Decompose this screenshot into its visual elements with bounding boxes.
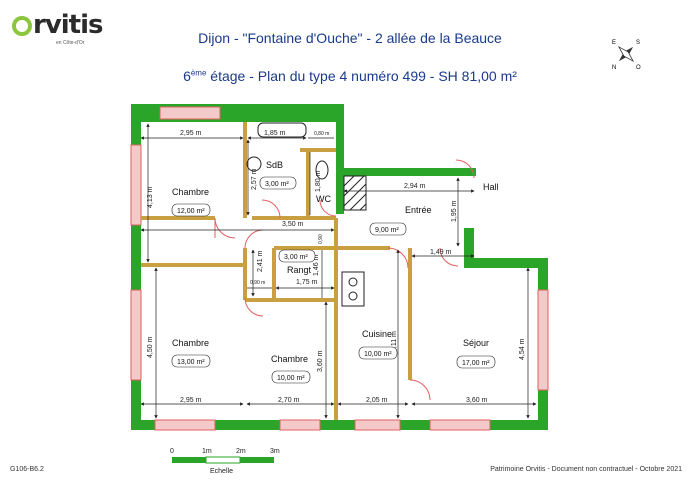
svg-text:O: O <box>636 65 641 71</box>
windows <box>130 106 549 431</box>
hatched-shaft <box>343 175 367 211</box>
room-entree: Entrée <box>405 205 432 215</box>
sink-icon <box>341 271 365 307</box>
room-rangt: Rangt <box>287 265 312 275</box>
dim-rangt-h1: 2,41 m <box>257 250 264 272</box>
footer-ref: G106-B6.2 <box>10 466 44 473</box>
area-entree: 9,00 m² <box>375 227 399 234</box>
room-sejour: Séjour <box>463 338 489 348</box>
dim-rangt-w1: 0,90 m <box>250 280 265 286</box>
scale-1m: 1m <box>202 448 212 455</box>
dim-rangt-h2: 1,46 m <box>313 254 320 276</box>
scale-0: 0 <box>170 448 174 455</box>
scale-label: Echelle <box>210 468 233 475</box>
dim-top-sdb: 1,85 m <box>264 130 286 137</box>
dim-bot-cuis: 2,05 m <box>366 397 388 404</box>
dim-top-ch1: 2,95 m <box>180 130 202 137</box>
area-sdb: 3,00 m² <box>265 181 289 188</box>
dim-hall-h: 1,95 m <box>451 200 458 222</box>
dim-bot-ch2: 2,95 m <box>180 397 202 404</box>
area-chambre-3: 10,00 m² <box>277 375 305 382</box>
dim-wc-h: 1,80 m <box>315 170 322 192</box>
room-chambre-3: Chambre <box>271 354 308 364</box>
doors <box>214 159 475 401</box>
svg-text:S: S <box>636 40 640 46</box>
area-chambre-2: 13,00 m² <box>177 359 205 366</box>
plan-title: Dijon - "Fontaine d'Ouche" - 2 allée de … <box>198 30 502 46</box>
logo-subtitle: en Côte-d'Or <box>56 40 85 46</box>
dim-corr-h: 0,90 <box>318 234 324 244</box>
dim-top-wc: 0,80 m <box>314 131 329 137</box>
room-hall: Hall <box>483 182 499 192</box>
area-cuisine: 10,00 m² <box>364 351 392 358</box>
dim-ch3-h: 3,60 m <box>317 350 324 372</box>
scale-bar: 0 1m 2m 3m Echelle <box>170 448 280 475</box>
svg-text:E: E <box>612 40 616 46</box>
scale-3m: 3m <box>270 448 280 455</box>
dim-ch1-h: 4,13 m <box>147 186 154 208</box>
logo-ring-icon <box>12 16 32 36</box>
compass-rose-icon: E S N O <box>612 40 641 71</box>
toilet-icon <box>315 160 329 180</box>
area-chambre-1: 12,00 m² <box>177 208 205 215</box>
area-rangt: 3,00 m² <box>284 254 308 261</box>
dim-bot-sej: 3,60 m <box>466 397 488 404</box>
footer-copyright: Patrimoine Orvitis - Document non contra… <box>490 466 682 473</box>
room-wc: WC <box>316 194 331 204</box>
svg-text:N: N <box>612 65 616 71</box>
dim-rangt-w2: 1,75 m <box>296 279 318 286</box>
room-chambre-2: Chambre <box>172 338 209 348</box>
room-chambre-1: Chambre <box>172 187 209 197</box>
partitions <box>141 122 412 420</box>
dim-bot-ch3: 2,70 m <box>278 397 300 404</box>
dimension-lines <box>140 123 537 419</box>
dim-entree-w: 2,94 m <box>404 183 426 190</box>
dim-sdb-h: 2,57 m <box>251 168 258 190</box>
orvitis-logo: rvitis <box>12 10 103 40</box>
dim-cuisine-h: 5,11 m <box>391 331 398 352</box>
dim-hall-w: 1,49 m <box>430 249 452 256</box>
room-cuisine: Cuisine <box>362 329 392 339</box>
scale-2m: 2m <box>236 448 246 455</box>
dim-corr-w: 3,50 m <box>282 221 304 228</box>
dim-sejour-h: 4,54 m <box>519 338 526 360</box>
dim-ch2-h: 4,50 m <box>147 336 154 358</box>
area-sejour: 17,00 m² <box>462 360 490 367</box>
plan-subtitle: 6ème étage - Plan du type 4 numéro 499 -… <box>183 68 517 84</box>
room-sdb: SdB <box>266 160 283 170</box>
